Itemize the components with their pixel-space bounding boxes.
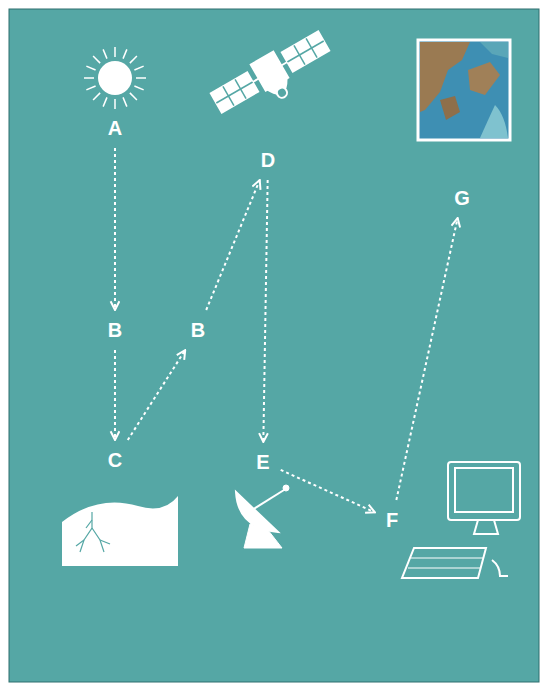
dashed-arrow xyxy=(396,218,457,500)
step-letter: C xyxy=(108,448,122,472)
image-thumbnail xyxy=(418,40,510,140)
step-letter: G xyxy=(454,186,470,210)
step-letter: E xyxy=(256,450,269,474)
computer-icon xyxy=(402,462,520,578)
step-letter: A xyxy=(108,116,122,140)
dashed-arrow xyxy=(128,350,185,440)
step-letter: F xyxy=(386,508,398,532)
dashed-arrow xyxy=(114,350,116,440)
step-letter: D xyxy=(261,148,275,172)
sun-icon xyxy=(84,47,146,109)
step-label: D xyxy=(256,146,280,174)
ground-station-dish xyxy=(236,485,289,548)
land-surface xyxy=(62,496,178,566)
step-letter: B xyxy=(108,318,122,342)
dashed-arrow xyxy=(206,180,260,310)
step-label: B xyxy=(186,316,210,344)
dashed-arrow xyxy=(263,180,267,442)
step-label: B xyxy=(103,316,127,344)
step-label: G xyxy=(449,184,475,212)
step-label: E xyxy=(251,448,274,476)
background-panel xyxy=(9,9,539,682)
step-label: C xyxy=(103,446,127,474)
dashed-arrow xyxy=(114,148,116,310)
dashed-arrow xyxy=(281,470,375,512)
satellite-icon xyxy=(208,27,338,128)
step-label: F xyxy=(381,506,403,534)
step-label: A xyxy=(103,114,127,142)
step-letter: B xyxy=(191,318,205,342)
